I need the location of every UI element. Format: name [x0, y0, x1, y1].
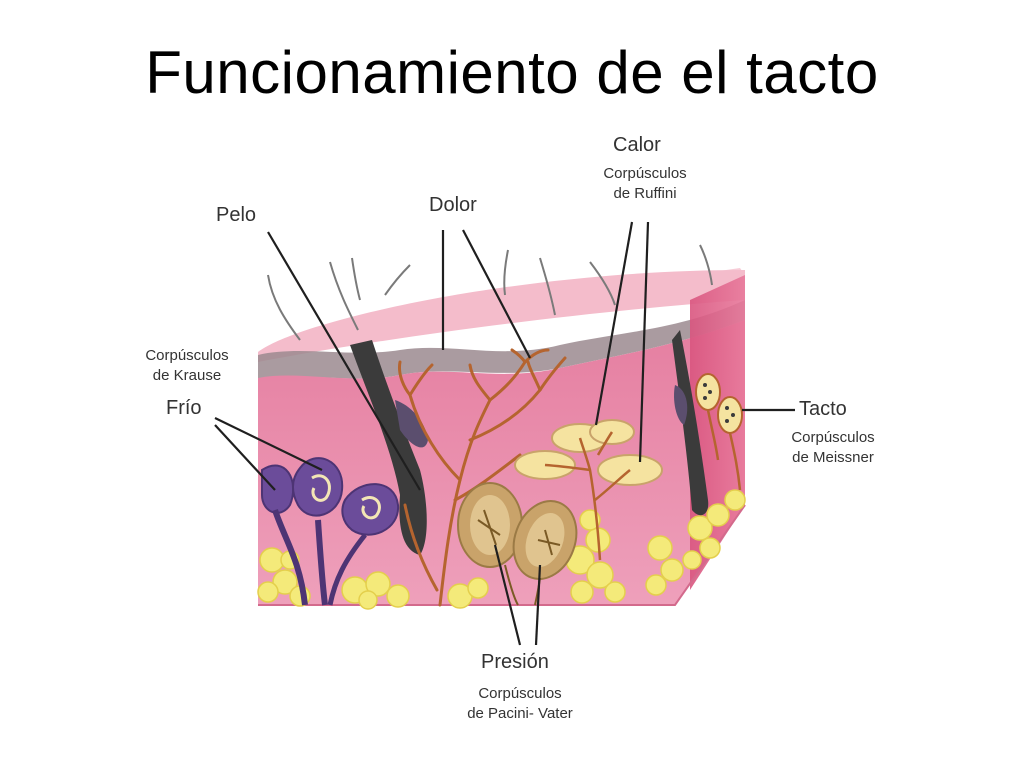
label-krause-sub: Corpúsculos de Krause: [132, 346, 242, 386]
epidermis-layer: [258, 300, 745, 380]
meissner-corpuscles: [695, 373, 743, 491]
frio-leader-2: [214, 424, 276, 491]
label-calor-sub: Corpúsculos de Ruffini: [590, 164, 700, 204]
label-presion: Presión: [481, 651, 549, 673]
ruffini-corpuscles: [514, 419, 663, 561]
presion-leader-2: [534, 564, 542, 646]
free-nerve-endings: [398, 348, 567, 607]
presion-leader-1: [493, 544, 522, 646]
label-pelo: Pelo: [216, 204, 257, 226]
label-calor: Calor: [613, 134, 661, 156]
pelo-leader: [267, 231, 421, 491]
leader-lines: [214, 221, 795, 646]
label-tacto: Tacto: [799, 398, 847, 420]
hair-follicles: [267, 244, 713, 555]
label-frio: Frío: [166, 397, 202, 419]
label-dolor: Dolor: [429, 194, 477, 216]
label-tacto-sub: Corpúsculos de Meissner: [773, 428, 893, 468]
krause-inner: [311, 474, 381, 520]
pacini-corpuscles: [457, 482, 578, 606]
label-calor-sub-1: Corpúsculos: [603, 165, 687, 182]
fat-layer: [257, 489, 746, 610]
krause-corpuscles: [261, 457, 400, 606]
calor-leader-1: [594, 221, 634, 426]
slide-title: Funcionamiento de el tacto: [145, 39, 879, 106]
label-calor-sub-2: de Ruffini: [613, 185, 677, 202]
label-presion-sub: Corpúsculos de Pacini- Vater: [445, 684, 595, 724]
label-presion-sub-1: Corpúsculos: [478, 685, 562, 702]
calor-leader-2: [638, 221, 650, 463]
label-presion-sub-2: de Pacini- Vater: [467, 705, 573, 722]
dolor-leader-2: [462, 229, 531, 359]
frio-leader-1: [214, 417, 323, 471]
label-krause-sub-1: Corpúsculos: [145, 347, 229, 364]
label-tacto-sub-2: de Meissner: [792, 449, 874, 466]
label-tacto-sub-1: Corpúsculos: [791, 429, 875, 446]
label-krause-sub-2: de Krause: [152, 367, 222, 384]
